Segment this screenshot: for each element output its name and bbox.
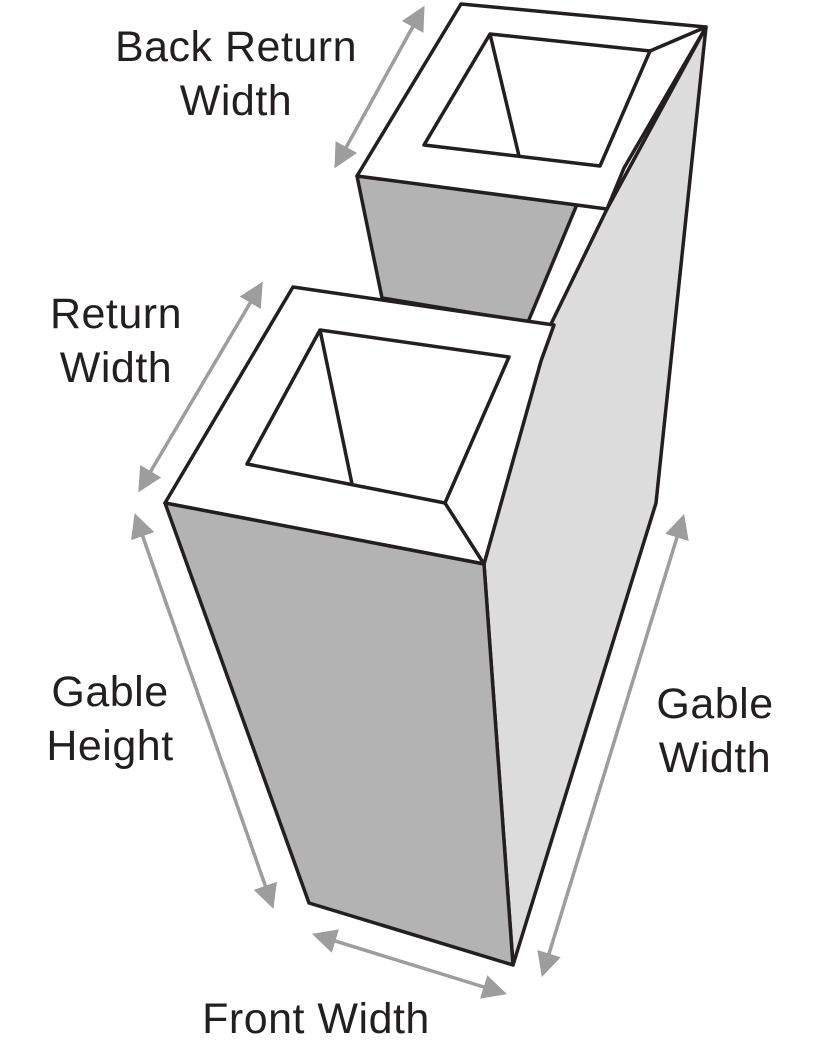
return-width-arrow — [138, 281, 263, 493]
gable-height-line-1: Gable — [51, 668, 169, 716]
back-return-width-label: Back Return Width — [96, 20, 376, 128]
back-opening-edge — [488, 33, 521, 157]
back-return-width-arrow — [334, 5, 425, 169]
back-bevel-edge — [649, 25, 707, 53]
back-return-width-line-1: Back Return — [114, 23, 358, 71]
gable-height-label: Gable Height — [28, 665, 192, 773]
front-face — [163, 501, 515, 967]
gable-width-line-1: Gable — [656, 680, 774, 728]
front-opening-edge — [318, 329, 354, 485]
front-bevel-edge — [443, 502, 486, 565]
return-width-line-2: Width — [59, 344, 173, 392]
back-opening — [422, 32, 652, 168]
gable-width-arrow — [537, 513, 689, 978]
front-width-line-1: Front Width — [202, 995, 430, 1043]
gable-height-arrow — [131, 513, 277, 909]
front-width-arrow — [311, 929, 508, 999]
gable-width-label: Gable Width — [640, 677, 790, 785]
return-width-line-1: Return — [49, 290, 183, 338]
back-return-width-line-2: Width — [179, 77, 293, 125]
dimension-arrows — [131, 5, 689, 999]
gable-width-line-2: Width — [658, 734, 772, 782]
block-shape — [163, 2, 708, 967]
gable-height-line-2: Height — [46, 722, 174, 770]
return-width-label: Return Width — [36, 287, 196, 395]
front-width-label: Front Width — [176, 992, 456, 1046]
